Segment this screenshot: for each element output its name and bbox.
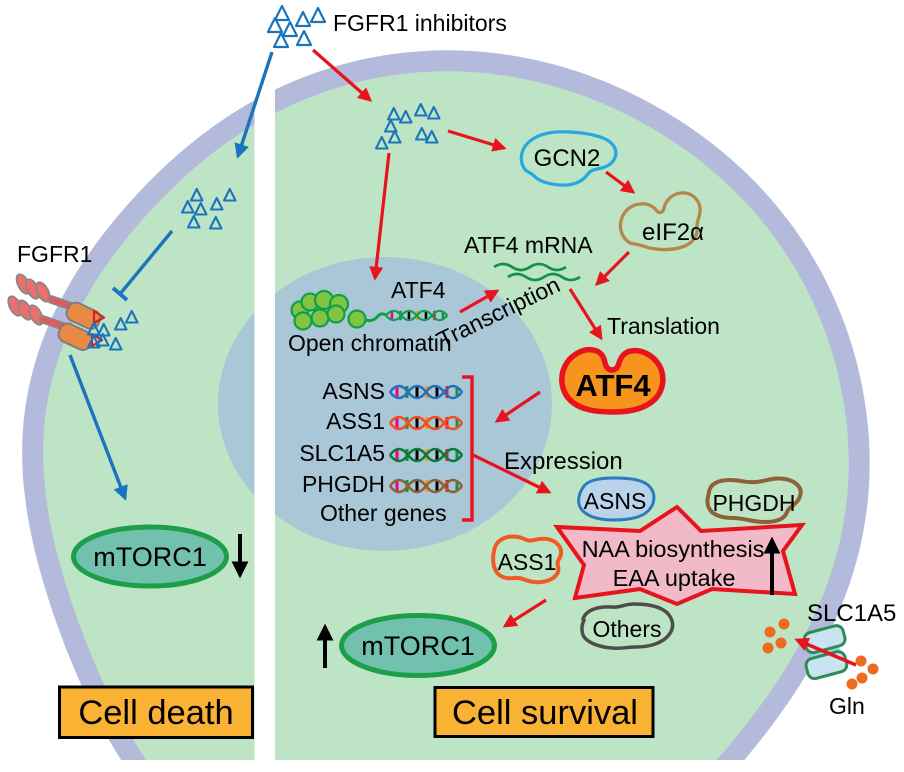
svg-text:GCN2: GCN2 <box>534 145 601 172</box>
svg-text:ASNS: ASNS <box>584 488 647 514</box>
svg-text:FGFR1: FGFR1 <box>17 241 92 267</box>
svg-text:ATF4: ATF4 <box>575 368 651 403</box>
svg-text:PHGDH: PHGDH <box>712 490 795 516</box>
svg-text:Other genes: Other genes <box>320 500 447 526</box>
svg-text:ASS1: ASS1 <box>326 408 385 434</box>
svg-text:Open chromatin: Open chromatin <box>288 330 452 356</box>
svg-text:FGFR1 inhibitors: FGFR1 inhibitors <box>333 10 507 36</box>
svg-text:SLC1A5: SLC1A5 <box>807 600 896 627</box>
svg-text:NAA biosynthesis: NAA biosynthesis <box>582 536 765 562</box>
svg-text:ASS1: ASS1 <box>498 549 557 575</box>
svg-text:mTORC1: mTORC1 <box>361 631 475 661</box>
svg-text:SLC1A5: SLC1A5 <box>299 440 385 466</box>
svg-text:ATF4 mRNA: ATF4 mRNA <box>464 232 593 258</box>
svg-text:mTORC1: mTORC1 <box>93 542 207 572</box>
svg-text:EAA uptake: EAA uptake <box>613 565 736 591</box>
svg-text:eIF2α: eIF2α <box>642 219 704 246</box>
svg-text:Expression: Expression <box>504 448 623 475</box>
svg-text:Cell death: Cell death <box>78 694 233 732</box>
svg-text:PHGDH: PHGDH <box>302 471 385 497</box>
svg-text:Others: Others <box>592 616 661 642</box>
svg-text:Translation: Translation <box>607 313 720 339</box>
svg-text:ATF4: ATF4 <box>391 277 446 303</box>
svg-text:ASNS: ASNS <box>322 378 385 404</box>
svg-text:Gln: Gln <box>829 693 865 719</box>
svg-text:Cell survival: Cell survival <box>452 694 638 732</box>
